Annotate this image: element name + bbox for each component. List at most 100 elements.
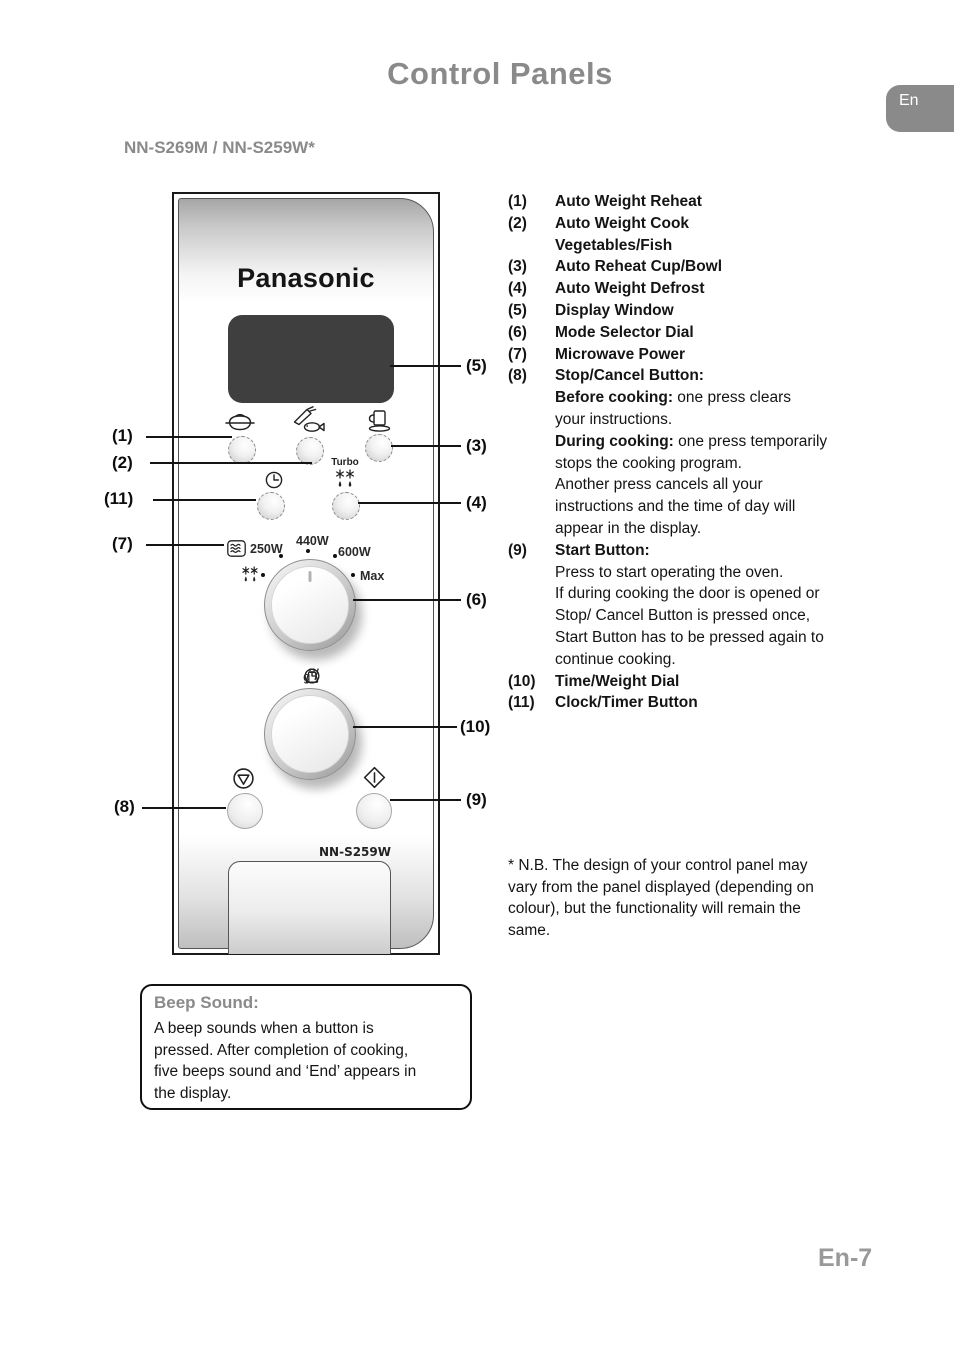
time-weight-dial <box>264 688 356 780</box>
callout-line-9 <box>390 799 461 801</box>
legend-item-text: Time/Weight Dial <box>555 672 680 690</box>
legend-item-text: Microwave Power <box>555 345 686 363</box>
clock-icon <box>264 470 284 490</box>
start-button <box>356 793 392 829</box>
text-line: the display. <box>154 1084 232 1102</box>
legend-item-number: (9) <box>508 541 527 559</box>
beep-sound-title: Beep Sound: <box>154 993 259 1012</box>
text-line: same. <box>508 921 551 939</box>
legend-item-text: Auto Weight Reheat <box>555 193 702 210</box>
callout-label-3: (3) <box>466 436 487 455</box>
page-title: Control Panels <box>387 56 613 91</box>
power-440w-label: 440W <box>296 534 329 548</box>
callout-label-9: (9) <box>466 790 487 809</box>
legend-item-number: (11) <box>508 694 535 712</box>
legend-item-number: (7) <box>508 345 527 363</box>
legend-item-text: Mode Selector Dial <box>555 323 694 341</box>
legend-item-text: Auto Reheat Cup/Bowl <box>555 258 723 276</box>
callout-line-2 <box>150 462 312 464</box>
beep-sound-text: A beep sounds when a button is pressed. A… <box>154 1018 470 1104</box>
legend-list: (1) Auto Weight Reheat (2) Auto Weight Cook… <box>508 191 908 714</box>
legend-item-text: Display Window <box>555 301 674 319</box>
power-max-label: Max <box>360 569 385 583</box>
legend-item: (1) Auto Weight Reheat <box>508 191 908 213</box>
callout-label-1: (1) <box>112 426 133 445</box>
callout-label-10: (10) <box>460 717 491 736</box>
text-line: colour), but the functionality will rema… <box>508 900 801 918</box>
timer-clock-icon <box>303 667 321 685</box>
footnote: * N.B. The design of your control panel … <box>508 855 888 941</box>
start-icon <box>363 766 386 789</box>
dial-indicator-mark <box>308 571 312 582</box>
turbo-defrost-icon <box>334 469 356 490</box>
control-panel-surface: Panasonic <box>178 198 434 954</box>
callout-label-6: (6) <box>466 590 487 609</box>
text-line: five beeps sound and ‘End’ appears in <box>154 1063 417 1080</box>
clock-timer-button <box>257 492 285 520</box>
legend-item: (4) Auto Weight Defrost <box>508 278 908 300</box>
time-weight-dial-label: g / <box>267 665 357 687</box>
language-tab-label: En <box>899 92 919 109</box>
legend-item: (9)Start Button:Press to start operating… <box>508 540 908 671</box>
dial-position-dot <box>306 549 310 553</box>
text-line: * N.B. The design of your control panel … <box>508 857 808 874</box>
legend-item: (8)Stop/Cancel Button:Before cooking: on… <box>508 365 908 539</box>
legend-item: (6)Mode Selector Dial <box>508 322 908 344</box>
door-handle <box>228 861 391 954</box>
stop-cancel-button <box>227 793 263 829</box>
auto-weight-cook-button <box>296 437 324 465</box>
dial-position-dot <box>261 573 265 577</box>
mode-selector-dial <box>264 559 356 651</box>
callout-line-6 <box>353 599 461 601</box>
reheat-dish-icon <box>223 410 257 434</box>
page-number: En-7 <box>818 1244 873 1272</box>
auto-reheat-cup-bowl-button <box>365 434 393 462</box>
callout-line-4 <box>358 502 461 504</box>
callout-line-7 <box>146 544 224 546</box>
microwave-power-icon <box>227 540 246 557</box>
vegetables-fish-icon <box>289 406 329 434</box>
legend-item-text: Stop/Cancel Button:Before cooking: one p… <box>555 367 828 537</box>
legend-item-number: (5) <box>508 301 527 319</box>
callout-label-11: (11) <box>104 489 134 508</box>
legend-item: (10) Time/Weight Dial <box>508 671 908 693</box>
legend-item: (11)Clock/Timer Button <box>508 692 908 714</box>
legend-item-text: Auto Weight Defrost <box>555 280 705 298</box>
control-panel-diagram: Panasonic <box>172 192 440 955</box>
model-numbers-heading: NN-S269M / NN-S259W* <box>124 138 315 157</box>
text-line: pressed. After completion of cooking, <box>154 1041 409 1059</box>
legend-item-number: (4) <box>508 280 527 298</box>
legend-item-number: (1) <box>508 193 527 210</box>
legend-item: (7) Microwave Power <box>508 344 908 366</box>
dial-position-dot <box>351 573 355 577</box>
defrost-icon <box>241 566 259 585</box>
turbo-label: Turbo <box>331 457 359 468</box>
brand-logo: Panasonic <box>237 263 375 293</box>
callout-line-10 <box>353 726 457 728</box>
dial-position-dot <box>333 554 337 558</box>
callout-label-8: (8) <box>114 797 135 816</box>
legend-item-number: (3) <box>508 258 527 276</box>
callout-line-5 <box>390 365 461 367</box>
cup-bowl-icon <box>365 408 391 434</box>
display-window <box>228 315 394 403</box>
callout-label-4: (4) <box>466 493 487 512</box>
legend-item: (3) Auto Reheat Cup/Bowl <box>508 256 908 278</box>
callout-label-7: (7) <box>112 534 133 553</box>
text-line: vary from the panel displayed (depending… <box>508 878 814 896</box>
callout-label-5: (5) <box>466 356 487 375</box>
power-600w-label: 600W <box>338 545 371 559</box>
legend-item-number: (10) <box>508 672 536 690</box>
legend-item: (5) Display Window <box>508 300 908 322</box>
text-line: A beep sounds when a button is <box>154 1020 374 1037</box>
auto-weight-defrost-button <box>332 492 360 520</box>
panel-model-label: NN-S259W <box>319 845 391 859</box>
callout-line-8 <box>142 807 226 809</box>
dial-position-dot <box>279 554 283 558</box>
callout-line-11 <box>153 499 256 501</box>
auto-weight-reheat-button <box>228 436 256 464</box>
legend-item-number: (2) <box>508 214 527 232</box>
